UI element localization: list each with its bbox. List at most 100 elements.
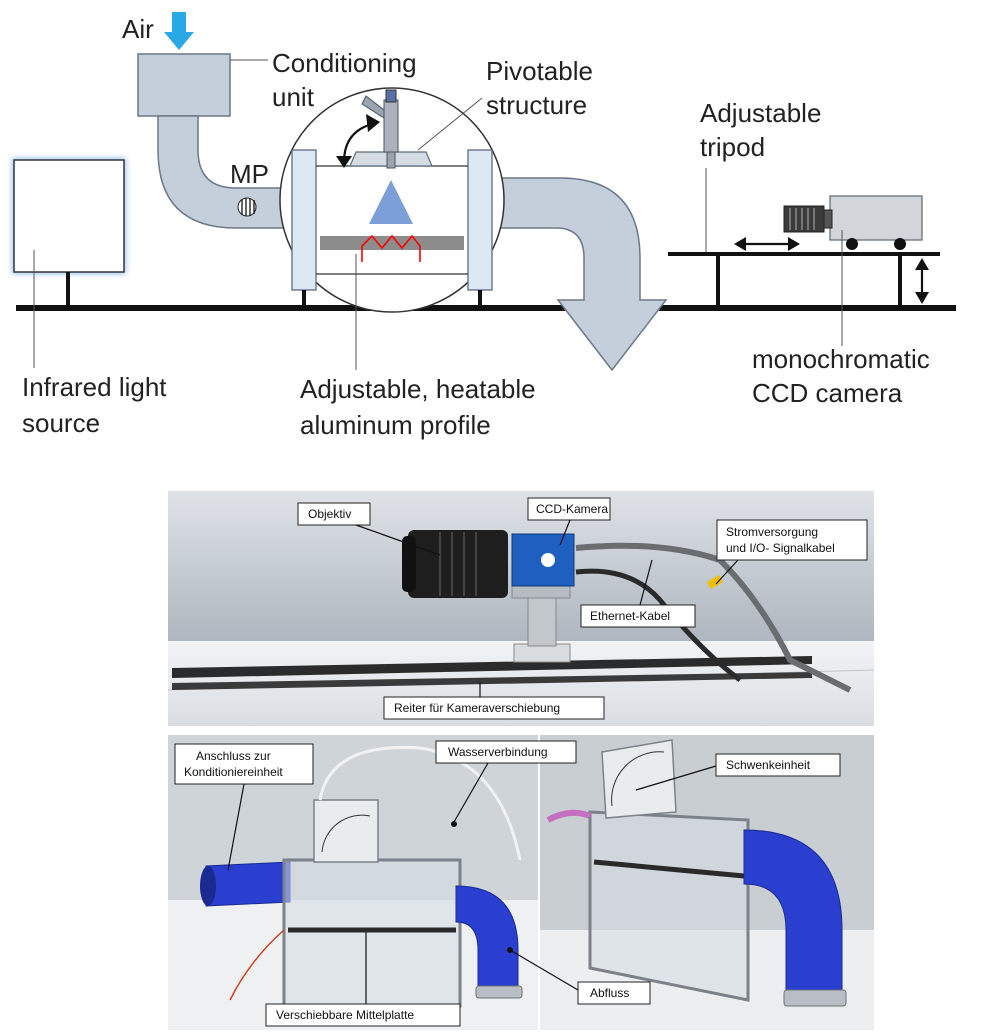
infrared-label-line1: Infrared light bbox=[22, 372, 167, 402]
photo1-lens-ribs bbox=[439, 532, 477, 596]
photo1-slider bbox=[513, 643, 571, 663]
air-label: Air bbox=[122, 14, 154, 44]
infrared-label-line2: source bbox=[22, 408, 100, 438]
photo3-left-hose bbox=[546, 809, 592, 823]
caption-leader-ethernet bbox=[639, 559, 653, 606]
pivot-arrowhead-top bbox=[366, 114, 380, 132]
photo1-rail-lower bbox=[172, 672, 812, 690]
photo3-protractor-scale bbox=[611, 751, 665, 807]
photo3-chamber-frame bbox=[588, 810, 750, 1002]
tripod-label-line1: Adjustable bbox=[700, 98, 821, 128]
tripod-platform bbox=[668, 252, 940, 256]
chamber-leg-left bbox=[302, 290, 306, 306]
caption-wasser: Wasserverbindung bbox=[448, 745, 548, 759]
caption-leader-schwenk bbox=[635, 765, 717, 791]
tripod-leg-left bbox=[716, 256, 720, 306]
tripod-leg-right bbox=[898, 256, 902, 306]
photo2-left-hose-end bbox=[200, 866, 216, 906]
photo1-lens bbox=[408, 530, 508, 598]
nozzle-cap bbox=[385, 89, 397, 103]
photo2-right-elbow bbox=[455, 885, 519, 995]
caption-anschluss-line2: Konditioniereinheit bbox=[184, 765, 283, 779]
caption-box-ethernet bbox=[580, 604, 696, 628]
caption-box-ccd bbox=[527, 497, 611, 521]
chamber-leg-right bbox=[478, 290, 482, 306]
caption-leader-anschluss bbox=[227, 783, 245, 871]
camera-lens-ribs bbox=[789, 208, 815, 230]
camera-label-line2: CCD camera bbox=[752, 378, 903, 408]
caption-box-strom bbox=[716, 519, 868, 561]
height-arrowhead-top bbox=[915, 258, 929, 270]
caption-anschluss-line1: Anschluss zur bbox=[196, 749, 271, 763]
photo-camera-rail: Objektiv CCD-Kamera Stromversorgung und … bbox=[167, 491, 875, 726]
caption-objektiv: Objektiv bbox=[308, 507, 351, 521]
camera-wheel-left bbox=[846, 238, 858, 250]
camera-body bbox=[829, 195, 923, 241]
caption-box-wasser bbox=[435, 740, 577, 764]
photo1-camera-logo bbox=[541, 553, 555, 567]
photo1-cable-tag bbox=[706, 575, 724, 589]
caption-box-objektiv bbox=[297, 502, 371, 526]
caption-box-schwenk bbox=[715, 753, 841, 777]
caption-leader-ccd bbox=[559, 519, 571, 546]
camera-label-line1: monochromatic bbox=[752, 344, 930, 374]
photo2-protractor-scale bbox=[321, 814, 371, 853]
pivotable-label-line1: Pivotable bbox=[486, 56, 593, 86]
nozzle-side-port bbox=[361, 95, 385, 119]
caption-dot-wasser bbox=[451, 821, 457, 827]
photo1-rail bbox=[172, 656, 812, 678]
profile-label-line1: Adjustable, heatable bbox=[300, 374, 536, 404]
caption-ethernet: Ethernet-Kabel bbox=[590, 609, 670, 623]
mp-label: MP bbox=[230, 159, 269, 189]
infrared-light-source-box bbox=[13, 159, 125, 273]
photo-chamber-angled bbox=[540, 735, 874, 1030]
inlet-duct bbox=[157, 115, 293, 229]
photo-bottom-captions: Anschluss zur Konditioniereinheit Wasser… bbox=[174, 740, 841, 1027]
photo3-protractor bbox=[601, 739, 677, 819]
photo2-wires bbox=[229, 929, 285, 1001]
photo1-mount-post bbox=[527, 595, 557, 647]
outlet-duct-arrow bbox=[491, 177, 668, 372]
conditioning-unit-box bbox=[137, 53, 231, 117]
caption-leader-strom bbox=[715, 559, 739, 585]
air-inlet-arrow bbox=[164, 12, 194, 50]
caption-dot-abfluss bbox=[507, 947, 513, 953]
caption-box-mittel bbox=[265, 1003, 461, 1027]
schematic-diagram: Infrared light source Air Conditioning u… bbox=[12, 12, 956, 440]
camera-lens-mount bbox=[823, 209, 833, 229]
height-arrowhead-bottom bbox=[915, 292, 929, 304]
aluminum-profile bbox=[320, 236, 464, 250]
profile-label-line2: aluminum profile bbox=[300, 410, 491, 440]
caption-leader-abfluss bbox=[509, 949, 579, 991]
caption-reiter: Reiter für Kameraverschiebung bbox=[394, 701, 560, 715]
caption-ccd: CCD-Kamera bbox=[536, 502, 608, 516]
photo3-middle-plate bbox=[593, 859, 745, 879]
photo3-clamp bbox=[783, 989, 847, 1007]
caption-box-abfluss bbox=[577, 981, 651, 1005]
caption-strom-line1: Stromversorgung bbox=[726, 525, 818, 539]
photo3-right-elbow bbox=[743, 829, 843, 1003]
camera-wheel-right bbox=[894, 238, 906, 250]
left-flange bbox=[291, 149, 317, 291]
photo2-chamber-frame bbox=[282, 858, 462, 1008]
caption-abfluss: Abfluss bbox=[590, 986, 629, 1000]
camera-slide-arrowhead-left bbox=[734, 237, 746, 251]
pivotable-label-line2: structure bbox=[486, 90, 587, 120]
pivot-arrowhead-bottom bbox=[336, 156, 352, 168]
caption-mittel: Verschiebbare Mittelplatte bbox=[276, 1008, 414, 1022]
base-rail bbox=[16, 305, 956, 311]
caption-strom-line2: und I/O- Signalkabel bbox=[726, 541, 835, 555]
pivotable-leader-line bbox=[417, 97, 483, 151]
heater-wire bbox=[361, 234, 421, 262]
caption-leader-objektiv bbox=[355, 524, 441, 556]
spray-cone bbox=[369, 180, 413, 224]
photo2-water-tube bbox=[318, 745, 522, 861]
photo1-lens-front bbox=[402, 536, 416, 592]
nozzle-body bbox=[383, 99, 399, 153]
right-flange bbox=[467, 149, 493, 291]
caption-schwenk: Schwenkeinheit bbox=[726, 758, 811, 772]
photo2-left-hose bbox=[205, 861, 291, 907]
camera-slide-arrowhead-right bbox=[788, 237, 800, 251]
photo2-clamp bbox=[475, 985, 523, 999]
